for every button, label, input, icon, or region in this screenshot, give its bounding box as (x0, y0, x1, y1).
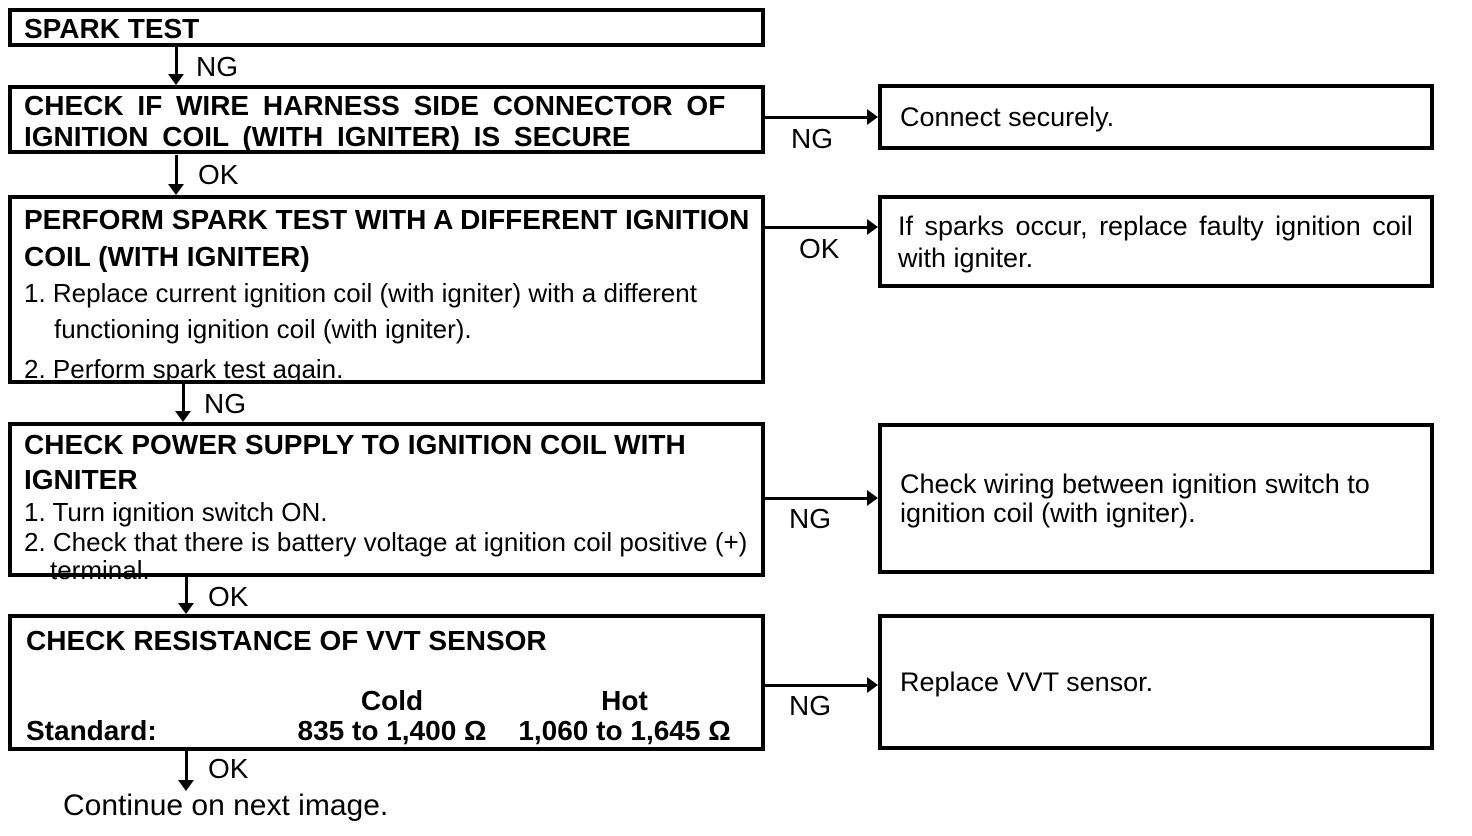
step-1-line1: 1. Replace current ignition coil (with i… (24, 278, 697, 308)
arrow-right-icon (765, 219, 878, 235)
arrow-down-icon (175, 384, 191, 422)
arrow-down-icon (168, 47, 184, 85)
result-text: Connect securely. (900, 102, 1115, 132)
arrow-head (867, 219, 878, 235)
box-title: SPARK TEST (24, 13, 200, 44)
arrow-down-icon (168, 155, 184, 195)
arrow-head (867, 677, 878, 693)
flow-box-perform-spark-test: PERFORM SPARK TEST WITH A DIFFERENT IGNI… (8, 195, 765, 384)
flow-box-spark-test: SPARK TEST (8, 8, 765, 47)
result-box-check-wiring: Check wiring between ignition switch to … (878, 423, 1434, 574)
vvt-hot-value: 1,060 to 1,645 Ω (518, 715, 731, 746)
arrow-head (168, 74, 184, 85)
arrow-head (175, 411, 191, 422)
arrow-shaft (182, 384, 185, 413)
step-2: 2. Perform spark test again. (24, 354, 344, 384)
edge-label-ok: OK (198, 159, 239, 190)
result-box-connect-securely: Connect securely. (878, 84, 1434, 150)
vvt-cold-value: 835 to 1,400 Ω (297, 715, 487, 746)
arrow-head (178, 603, 194, 614)
result-box-replace-faulty-coil: If sparks occur, replace faulty ignition… (878, 195, 1434, 288)
flow-box-check-power-supply: CHECK POWER SUPPLY TO IGNITION COIL WITH… (8, 422, 765, 584)
edge-label-ok: OK (208, 753, 249, 784)
edge-label-ok: OK (208, 581, 249, 612)
box-title: CHECK RESISTANCE OF VVT SENSOR (26, 625, 547, 656)
flow-box-check-harness-connector: CHECK IF WIRE HARNESS SIDE CONNECTOR OF … (8, 85, 765, 154)
arrow-head (867, 490, 878, 506)
edge-label-ng: NG (791, 123, 833, 154)
arrow-shaft (765, 684, 869, 687)
edge-label-ng: NG (789, 503, 831, 534)
arrow-right-icon (765, 490, 878, 506)
arrow-down-icon (178, 577, 194, 614)
arrow-shaft (185, 577, 188, 605)
arrow-head (867, 109, 878, 125)
box-title-line2: IGNITER (24, 464, 138, 495)
box-title-line2: IGNITION COIL (WITH IGNITER) IS SECURE (24, 121, 631, 152)
arrow-down-icon (178, 751, 194, 791)
edge-label-ng: NG (789, 690, 831, 721)
arrow-right-icon (765, 109, 878, 125)
edge-label-ng: NG (204, 388, 246, 419)
arrow-shaft (765, 116, 869, 119)
arrow-head (178, 780, 194, 791)
edge-label-ok: OK (799, 233, 840, 264)
result-box-replace-vvt: Replace VVT sensor. (878, 614, 1434, 750)
arrow-shaft (185, 751, 188, 782)
step-1: 1. Turn ignition switch ON. (24, 497, 328, 527)
vvt-hot-header: Hot (601, 685, 648, 716)
arrow-shaft (175, 47, 178, 76)
continue-note: Continue on next image. (63, 789, 389, 822)
result-text-line1: Check wiring between ignition switch to (900, 468, 1370, 499)
arrow-head (168, 184, 184, 195)
vvt-cold-header: Cold (360, 685, 424, 716)
step-1-line2: functioning ignition coil (with igniter)… (54, 314, 472, 344)
step-2-line1: 2. Check that there is battery voltage a… (24, 527, 748, 557)
flow-box-check-vvt-resistance: CHECK RESISTANCE OF VVT SENSOR Cold Hot … (8, 614, 765, 751)
box-title-line2: COIL (WITH IGNITER) (24, 241, 310, 272)
arrow-shaft (175, 155, 178, 186)
result-text-line1: If sparks occur, replace faulty ignition… (898, 211, 1413, 241)
arrow-right-icon (765, 677, 878, 693)
arrow-shaft (765, 226, 869, 229)
box-title-line1: CHECK POWER SUPPLY TO IGNITION COIL WITH (24, 429, 686, 460)
edge-label-ng: NG (196, 51, 238, 82)
step-2-line2: terminal. (50, 555, 150, 585)
vvt-standard-label: Standard: (26, 715, 157, 746)
box-title-line1: PERFORM SPARK TEST WITH A DIFFERENT IGNI… (24, 204, 750, 235)
result-text: Replace VVT sensor. (900, 667, 1154, 697)
result-text-line2: ignition coil (with igniter). (900, 497, 1196, 528)
arrow-shaft (765, 497, 869, 500)
result-text-line2: with igniter. (898, 243, 1034, 273)
box-title-line1: CHECK IF WIRE HARNESS SIDE CONNECTOR OF (24, 90, 726, 121)
